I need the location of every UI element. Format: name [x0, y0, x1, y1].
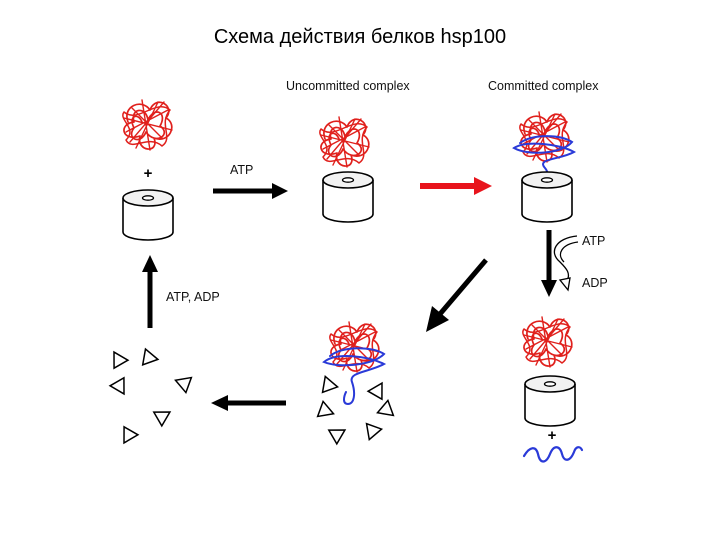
plus-sign-bottom: + — [548, 427, 557, 444]
threaded-polypeptide-dissociating — [322, 347, 387, 406]
unfolded-polypeptide — [522, 446, 584, 463]
chaperone-cylinder-free — [122, 189, 174, 241]
label-adp-exchange: ADP — [582, 276, 608, 290]
dissociated-subunits-left — [106, 347, 193, 448]
label-uncommitted-complex: Uncommitted complex — [286, 79, 410, 93]
plus-sign-top: + — [144, 165, 153, 182]
arrow-release-left — [211, 395, 286, 411]
arrow-atp-hydrolysis-down — [541, 230, 557, 297]
chaperone-cylinder-committed — [521, 171, 573, 223]
arrow-disassembly-diagonal — [426, 258, 488, 332]
atp-adp-exchange-curve — [553, 235, 579, 292]
label-atp-exchange: ATP — [582, 234, 605, 248]
released-substrate-tangle — [521, 316, 573, 368]
dissociated-subunits-center — [316, 372, 395, 445]
arrow-commitment — [420, 177, 492, 195]
uncommitted-substrate-tangle — [318, 116, 370, 168]
chaperone-cylinder-uncommitted — [322, 171, 374, 223]
threaded-polypeptide-committed — [512, 135, 577, 183]
label-atp-adp-reassembly: ATP, ADP — [166, 290, 220, 304]
label-committed-complex: Committed complex — [488, 79, 599, 93]
arrow-atp-binding — [213, 183, 288, 199]
label-atp-binding: ATP — [230, 163, 253, 177]
arrow-reassembly-up — [142, 255, 158, 328]
chaperone-cylinder-released — [524, 375, 576, 427]
diagram-title: Схема действия белков hsp100 — [213, 26, 507, 48]
free-substrate-tangle — [121, 99, 173, 151]
